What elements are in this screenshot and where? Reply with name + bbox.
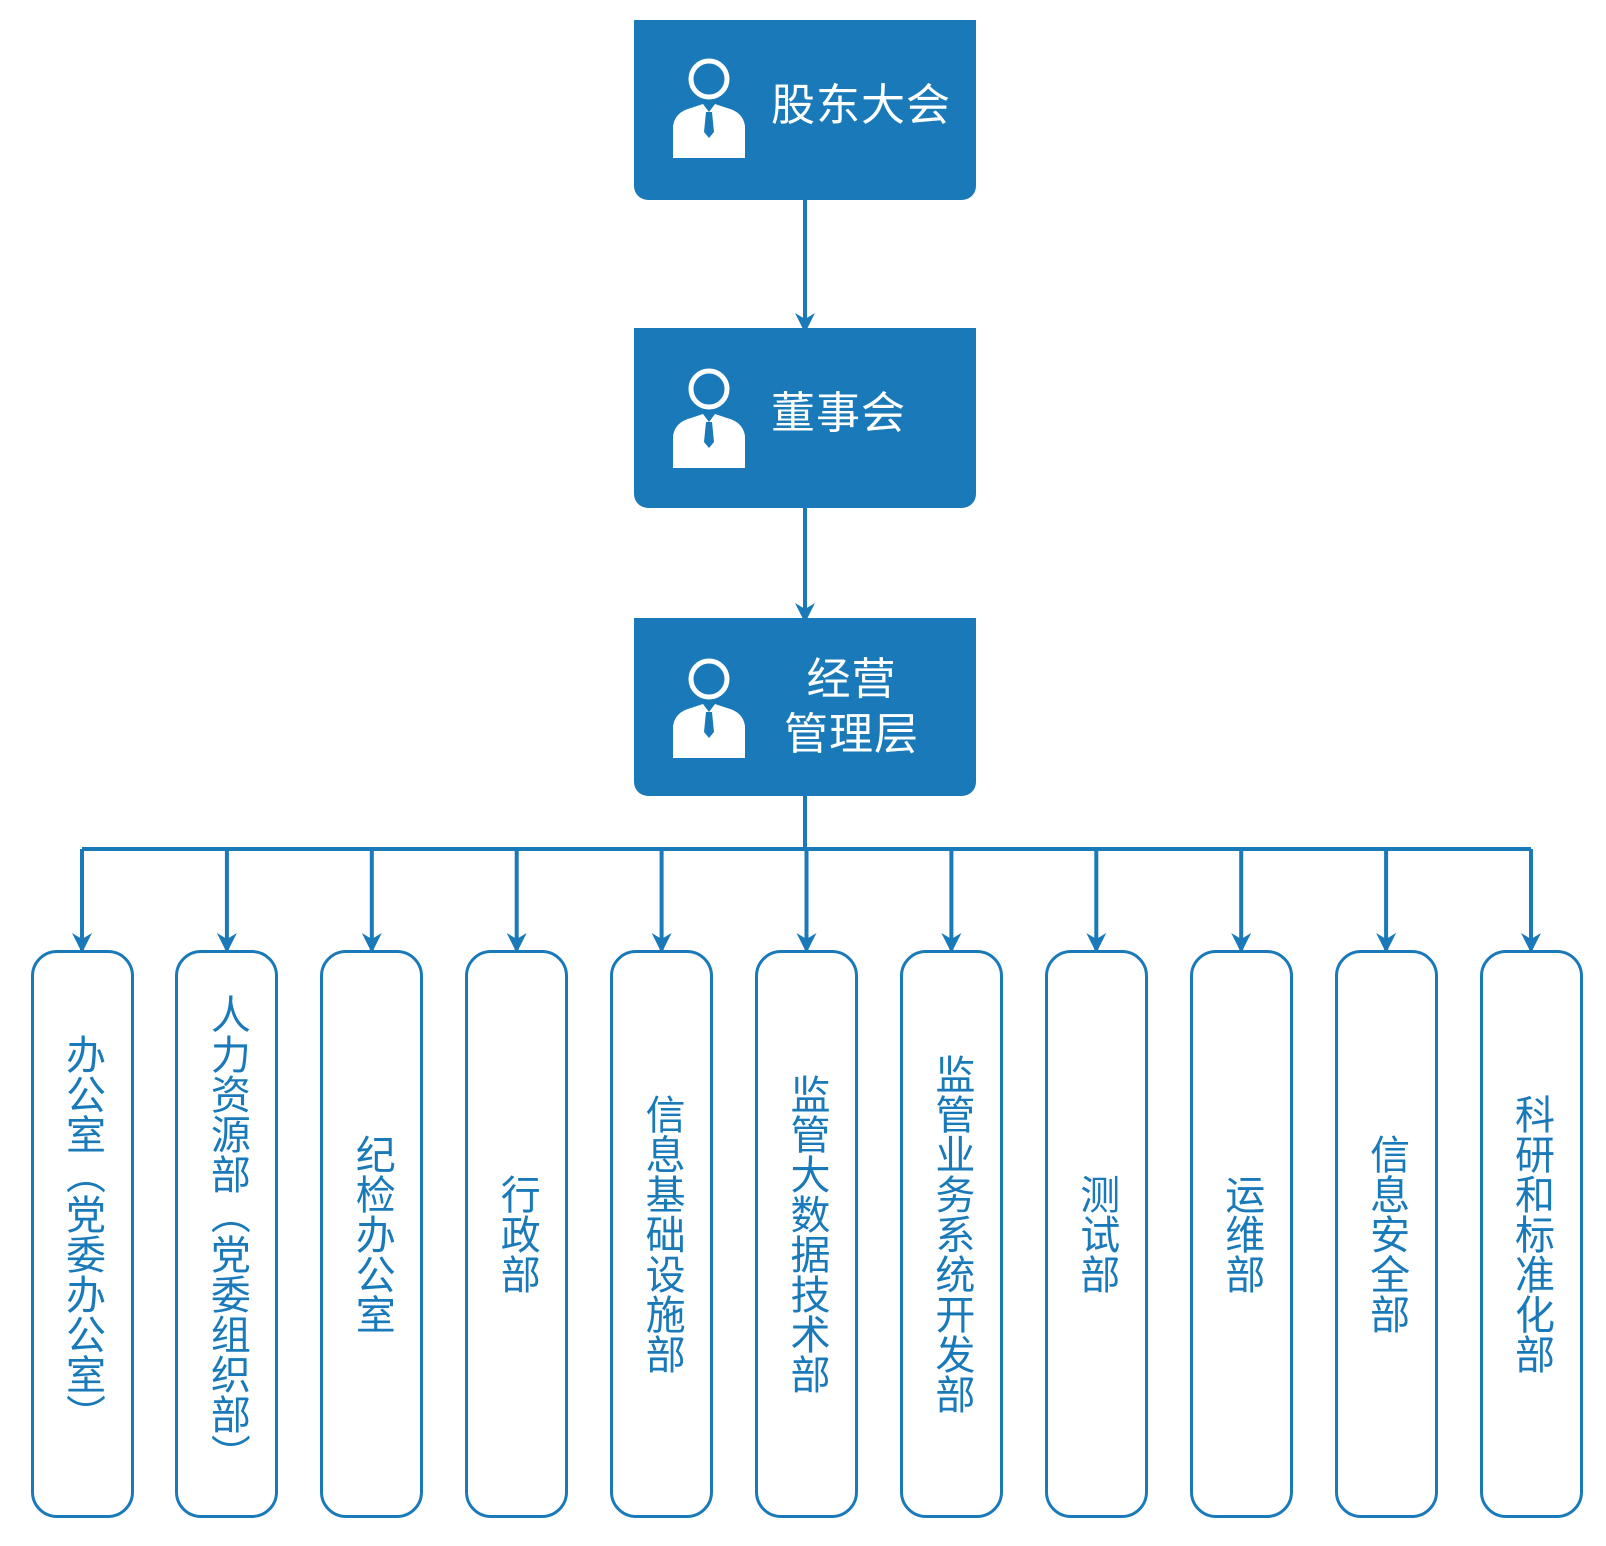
department-label: 测试部 [1073,1174,1120,1294]
department-label: 办公室（党委办公室） [59,1034,105,1434]
management-label-line-1: 经营 [806,654,897,705]
board-label: 董事会 [771,388,906,439]
person-icon [673,658,745,758]
department-box: 测试部 [1044,950,1148,1518]
department-label: 行政部 [493,1174,540,1294]
department-box: 办公室（党委办公室） [30,950,134,1518]
department-label: 监管大数据技术部 [783,1074,830,1394]
management-label-line-2: 管理层 [784,709,919,760]
management-label: 经营 管理层 [784,652,919,762]
department-box: 监管业务系统开发部 [899,950,1003,1518]
node-shareholders: 股东大会 [634,20,976,200]
node-board: 董事会 [634,328,976,508]
department-box: 行政部 [465,950,569,1518]
department-label: 信息基础设施部 [638,1094,685,1374]
person-icon [673,368,745,468]
department-label: 纪检办公室 [348,1134,395,1334]
department-box: 监管大数据技术部 [755,950,858,1518]
department-box: 纪检办公室 [320,950,424,1518]
department-label: 科研和标准化部 [1508,1094,1554,1374]
shareholders-label: 股东大会 [771,80,951,131]
node-management: 经营 管理层 [634,618,976,796]
department-label: 信息安全部 [1363,1134,1410,1334]
department-label: 运维部 [1218,1174,1265,1294]
department-box: 信息基础设施部 [610,950,714,1518]
department-arrows [72,849,1541,953]
department-box: 人力资源部（党委组织部） [175,950,279,1518]
department-box: 运维部 [1189,950,1293,1518]
department-box: 科研和标准化部 [1479,950,1583,1518]
department-box: 信息安全部 [1334,950,1438,1518]
department-label: 监管业务系统开发部 [928,1054,975,1414]
department-label: 人力资源部（党委组织部） [203,994,250,1474]
person-icon [673,58,745,158]
